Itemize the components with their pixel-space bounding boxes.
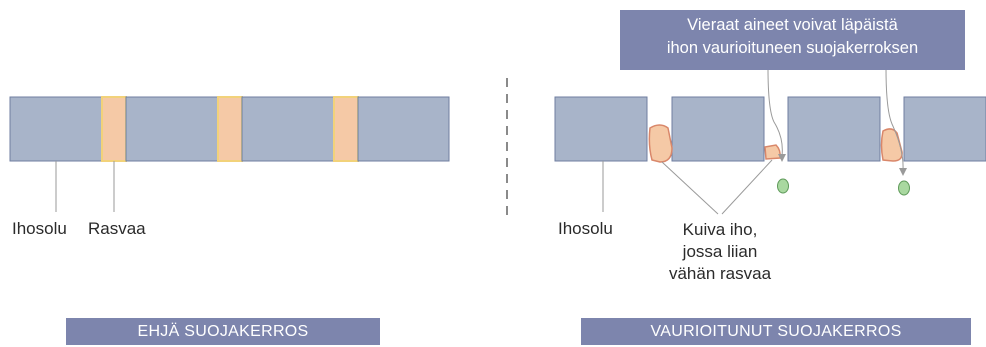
fat-layer — [101, 96, 127, 162]
dry-fat-blob — [648, 124, 673, 163]
callout-line: ihon vaurioituneen suojakerroksen — [666, 39, 919, 57]
arrow-head — [778, 154, 786, 162]
skin-cell — [357, 96, 450, 162]
arrow-path — [767, 67, 783, 157]
skin-cell-label: Ihosolu — [12, 219, 67, 238]
dry-skin-label-line: Kuiva iho, — [682, 220, 758, 239]
fat-layer — [333, 96, 359, 162]
dry-fat-blob — [880, 128, 903, 162]
pointer-line — [661, 161, 719, 215]
dry-skin-label: Kuiva iho, jossa liian vähän rasvaa — [655, 219, 785, 285]
skin-cell — [125, 96, 219, 162]
damaged-barrier-banner: VAURIOITUNUT SUOJAKERROS — [581, 318, 971, 345]
dry-fat-blob — [764, 144, 781, 160]
skin-cell — [9, 96, 103, 162]
skin-cell-label: Ihosolu — [558, 219, 613, 238]
callout-box: Vieraat aineet voivat läpäistä ihon vaur… — [620, 10, 965, 70]
callout-line: Vieraat aineet voivat läpäistä — [687, 16, 898, 34]
skin-cell — [554, 96, 648, 162]
pointer-line — [721, 159, 773, 215]
dry-skin-label-line: vähän rasvaa — [668, 264, 772, 283]
foreign-particle — [898, 180, 910, 196]
skin-cell — [787, 96, 881, 162]
arrow-path — [885, 67, 904, 171]
skin-cell — [241, 96, 335, 162]
foreign-particle — [777, 178, 789, 194]
fat-label: Rasvaa — [88, 219, 146, 238]
intact-barrier-banner: EHJÄ SUOJAKERROS — [66, 318, 380, 345]
skin-cell — [903, 96, 986, 162]
fat-layer — [217, 96, 243, 162]
skin-cell — [671, 96, 765, 162]
dry-skin-label-line: jossa liian — [682, 242, 758, 261]
arrow-head — [899, 168, 907, 176]
intact-barrier — [9, 96, 450, 212]
damaged-barrier — [554, 67, 986, 215]
